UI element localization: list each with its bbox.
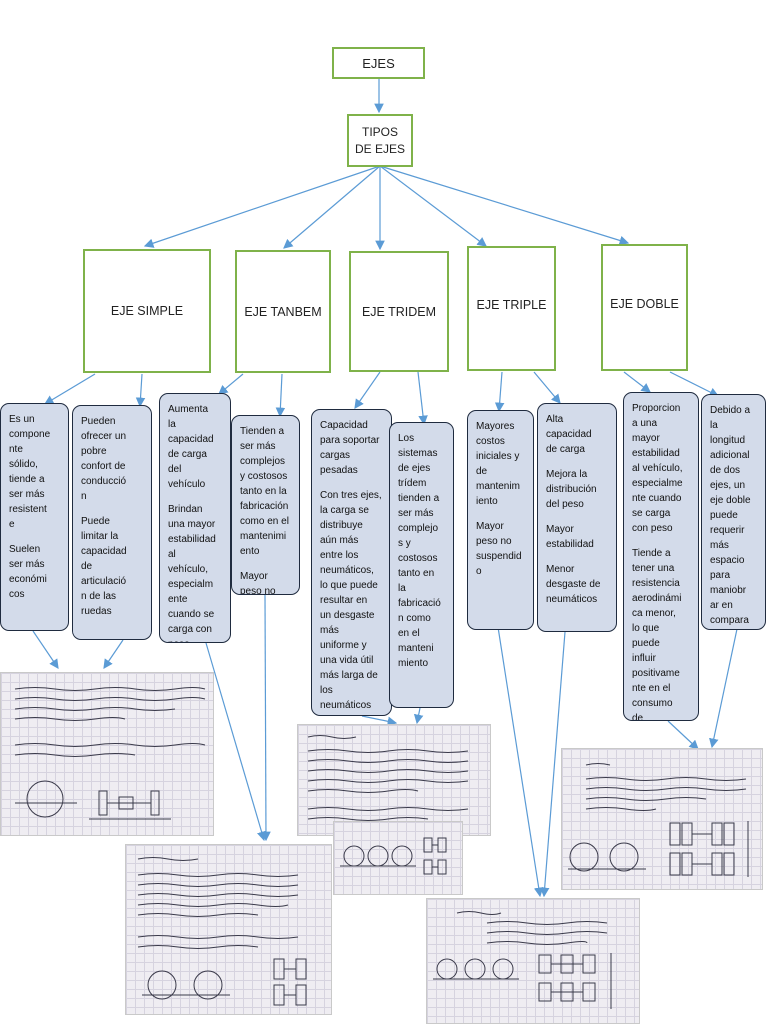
types-node: TIPOS DE EJES — [347, 114, 413, 167]
card-tandem-disadvantages: Tienden a ser más complejos y costosos t… — [231, 415, 300, 595]
card-text: Mayores costos iniciales y de mantenim i… — [476, 421, 520, 507]
card-text: Mayor peso no suspendid o — [476, 521, 522, 577]
card-tridem-disadvantages: Los sistemas de ejes trídem tienden a se… — [389, 422, 454, 708]
axle-type-label: EJE DOBLE — [610, 296, 679, 311]
root-node-ejes: EJES — [332, 47, 425, 79]
card-doble-advantages: Proporcion a una mayor estabilidad al ve… — [623, 392, 699, 721]
card-text: Con tres ejes, la carga se distribuye aú… — [320, 490, 382, 711]
handwritten-note-photo-tridem-sketch — [333, 821, 463, 895]
card-text: Es un compone nte sólido, tiende a ser m… — [9, 414, 51, 530]
handwritten-note-photo-simple — [0, 672, 214, 836]
card-text: Debido a la longitud adicional de dos ej… — [710, 405, 751, 626]
axle-type-label: EJE TANBEM — [244, 304, 322, 319]
card-text: Alta capacidad de carga — [546, 414, 592, 455]
handwritten-note-photo-doble — [561, 748, 763, 890]
axle-type-label: EJE SIMPLE — [110, 304, 184, 318]
card-simple-disadvantages: Pueden ofrecer un pobre confort de condu… — [72, 405, 152, 640]
card-tandem-advantages: Aumenta la capacidad de carga del vehícu… — [159, 393, 231, 643]
card-doble-disadvantages: Debido a la longitud adicional de dos ej… — [701, 394, 766, 630]
axle-type-tridem: EJE TRIDEM — [349, 251, 449, 372]
axle-type-triple: EJE TRIPLE — [467, 246, 556, 371]
card-triple-advantages: Alta capacidad de carga Mejora la distri… — [537, 403, 617, 632]
types-node-label: TIPOS DE EJES — [354, 125, 405, 156]
card-text: Mayor peso no suspendid o — [240, 571, 276, 595]
card-simple-advantages: Es un compone nte sólido, tiende a ser m… — [0, 403, 69, 631]
axle-type-simple: EJE SIMPLE — [83, 249, 211, 373]
axle-type-tandem: EJE TANBEM — [235, 250, 331, 373]
axle-type-doble: EJE DOBLE — [601, 244, 688, 371]
handwritten-note-photo-tridem-text — [297, 724, 491, 836]
card-tridem-advantages: Capacidad para soportar cargas pesadas C… — [311, 409, 392, 716]
card-text: Tiende a tener una resistencia aerodinám… — [632, 548, 682, 721]
card-text: Brindan una mayor estabilidad al vehícul… — [168, 504, 216, 642]
card-text: Pueden ofrecer un pobre confort de condu… — [81, 416, 127, 502]
card-text: Puede limitar la capacidad de articulaci… — [81, 516, 127, 617]
card-triple-disadvantages: Mayores costos iniciales y de mantenim i… — [467, 410, 534, 630]
card-text: Suelen ser más económi cos — [9, 544, 47, 600]
card-text: Mejora la distribución del peso — [546, 469, 597, 510]
card-text: Proporcion a una mayor estabilidad al ve… — [632, 403, 683, 534]
card-text: Tienden a ser más complejos y costosos t… — [240, 426, 289, 557]
axle-type-label: EJE TRIPLE — [476, 297, 547, 312]
handwritten-note-photo-tandem — [125, 844, 332, 1015]
card-text: Mayor estabilidad — [546, 524, 594, 550]
root-node-label: EJES — [362, 55, 395, 71]
axle-type-label: EJE TRIDEM — [361, 304, 437, 319]
handwritten-note-photo-triple — [426, 898, 640, 1024]
card-text: Los sistemas de ejes trídem tienden a se… — [398, 433, 441, 669]
card-text: Aumenta la capacidad de carga del vehícu… — [168, 404, 214, 490]
card-text: Menor desgaste de neumáticos — [546, 564, 601, 605]
card-text: Capacidad para soportar cargas pesadas — [320, 420, 380, 476]
